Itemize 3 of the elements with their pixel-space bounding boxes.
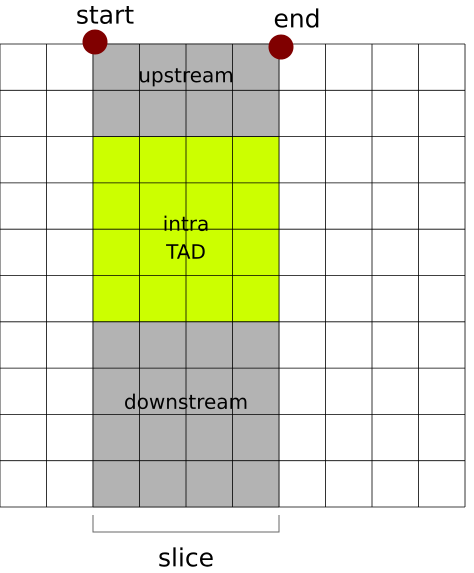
- label: start: [77, 6, 134, 24]
- label: end: [274, 8, 318, 28]
- label: slice: [159, 547, 213, 567]
